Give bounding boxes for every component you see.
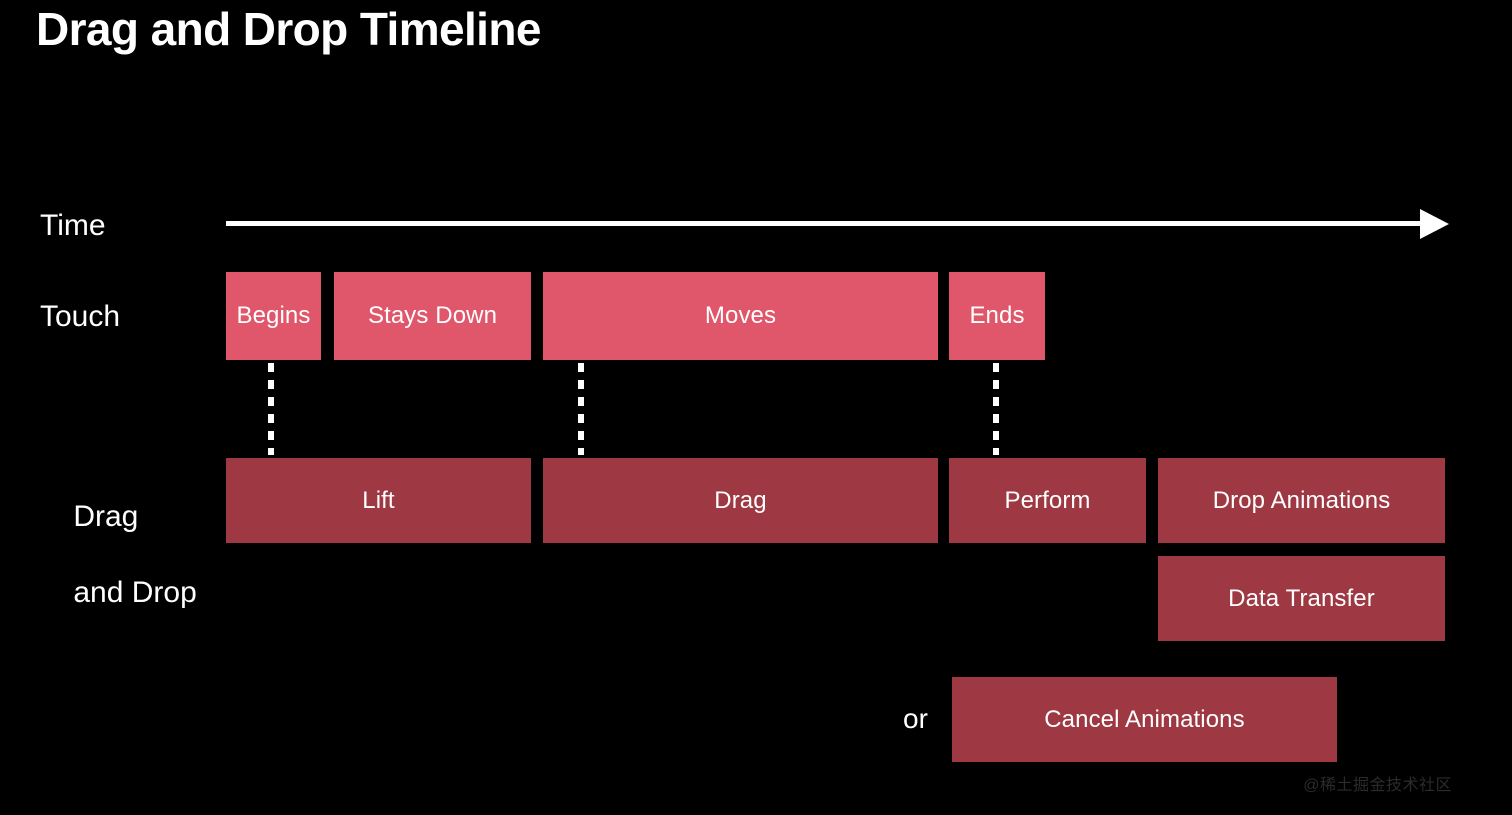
- dragdrop-phase-drag-label: Drag: [714, 486, 767, 514]
- row-label-drag-and-drop-line2: and Drop: [73, 576, 197, 609]
- touch-phase-stays-down-label: Stays Down: [367, 302, 498, 329]
- dashed-connector-moves-to-drag: [578, 363, 584, 455]
- dragdrop-phase-perform-label: Perform: [1004, 486, 1091, 514]
- touch-phase-stays-down[interactable]: Stays Down: [334, 272, 531, 360]
- dragdrop-phase-drop-animations[interactable]: Drop Animations: [1158, 458, 1445, 543]
- row-label-drag-and-drop-line1: Drag: [73, 500, 139, 533]
- row-label-time: Time: [40, 209, 106, 242]
- dragdrop-phase-cancel-animations-label: Cancel Animations: [1044, 705, 1245, 733]
- dragdrop-phase-perform[interactable]: Perform: [949, 458, 1146, 543]
- right-arrow-icon: [1420, 209, 1449, 239]
- dashed-connector-begins-to-lift: [268, 363, 274, 455]
- touch-phase-ends[interactable]: Ends: [949, 272, 1045, 360]
- dragdrop-phase-lift-label: Lift: [362, 486, 395, 514]
- touch-phase-moves-label: Moves: [704, 302, 777, 329]
- dragdrop-phase-lift[interactable]: Lift: [226, 458, 531, 543]
- or-connector-label: or: [903, 703, 928, 734]
- touch-phase-ends-label: Ends: [969, 302, 1025, 329]
- timeline-axis-line: [226, 221, 1438, 226]
- dragdrop-phase-drag[interactable]: Drag: [543, 458, 938, 543]
- watermark: @稀土掘金技术社区: [1303, 777, 1452, 794]
- dragdrop-phase-data-transfer-label: Data Transfer: [1228, 584, 1375, 612]
- dragdrop-phase-drop-animations-label: Drop Animations: [1212, 486, 1391, 514]
- dashed-connector-ends-to-perform: [993, 363, 999, 455]
- row-label-drag-and-drop: Drag and Drop: [40, 460, 197, 650]
- touch-phase-begins-label: Begins: [236, 302, 311, 329]
- dragdrop-phase-cancel-animations[interactable]: Cancel Animations: [952, 677, 1337, 762]
- dragdrop-phase-data-transfer[interactable]: Data Transfer: [1158, 556, 1445, 641]
- touch-phase-begins[interactable]: Begins: [226, 272, 321, 360]
- row-label-touch: Touch: [40, 300, 121, 333]
- page-title: Drag and Drop Timeline: [36, 3, 541, 55]
- touch-phase-moves[interactable]: Moves: [543, 272, 938, 360]
